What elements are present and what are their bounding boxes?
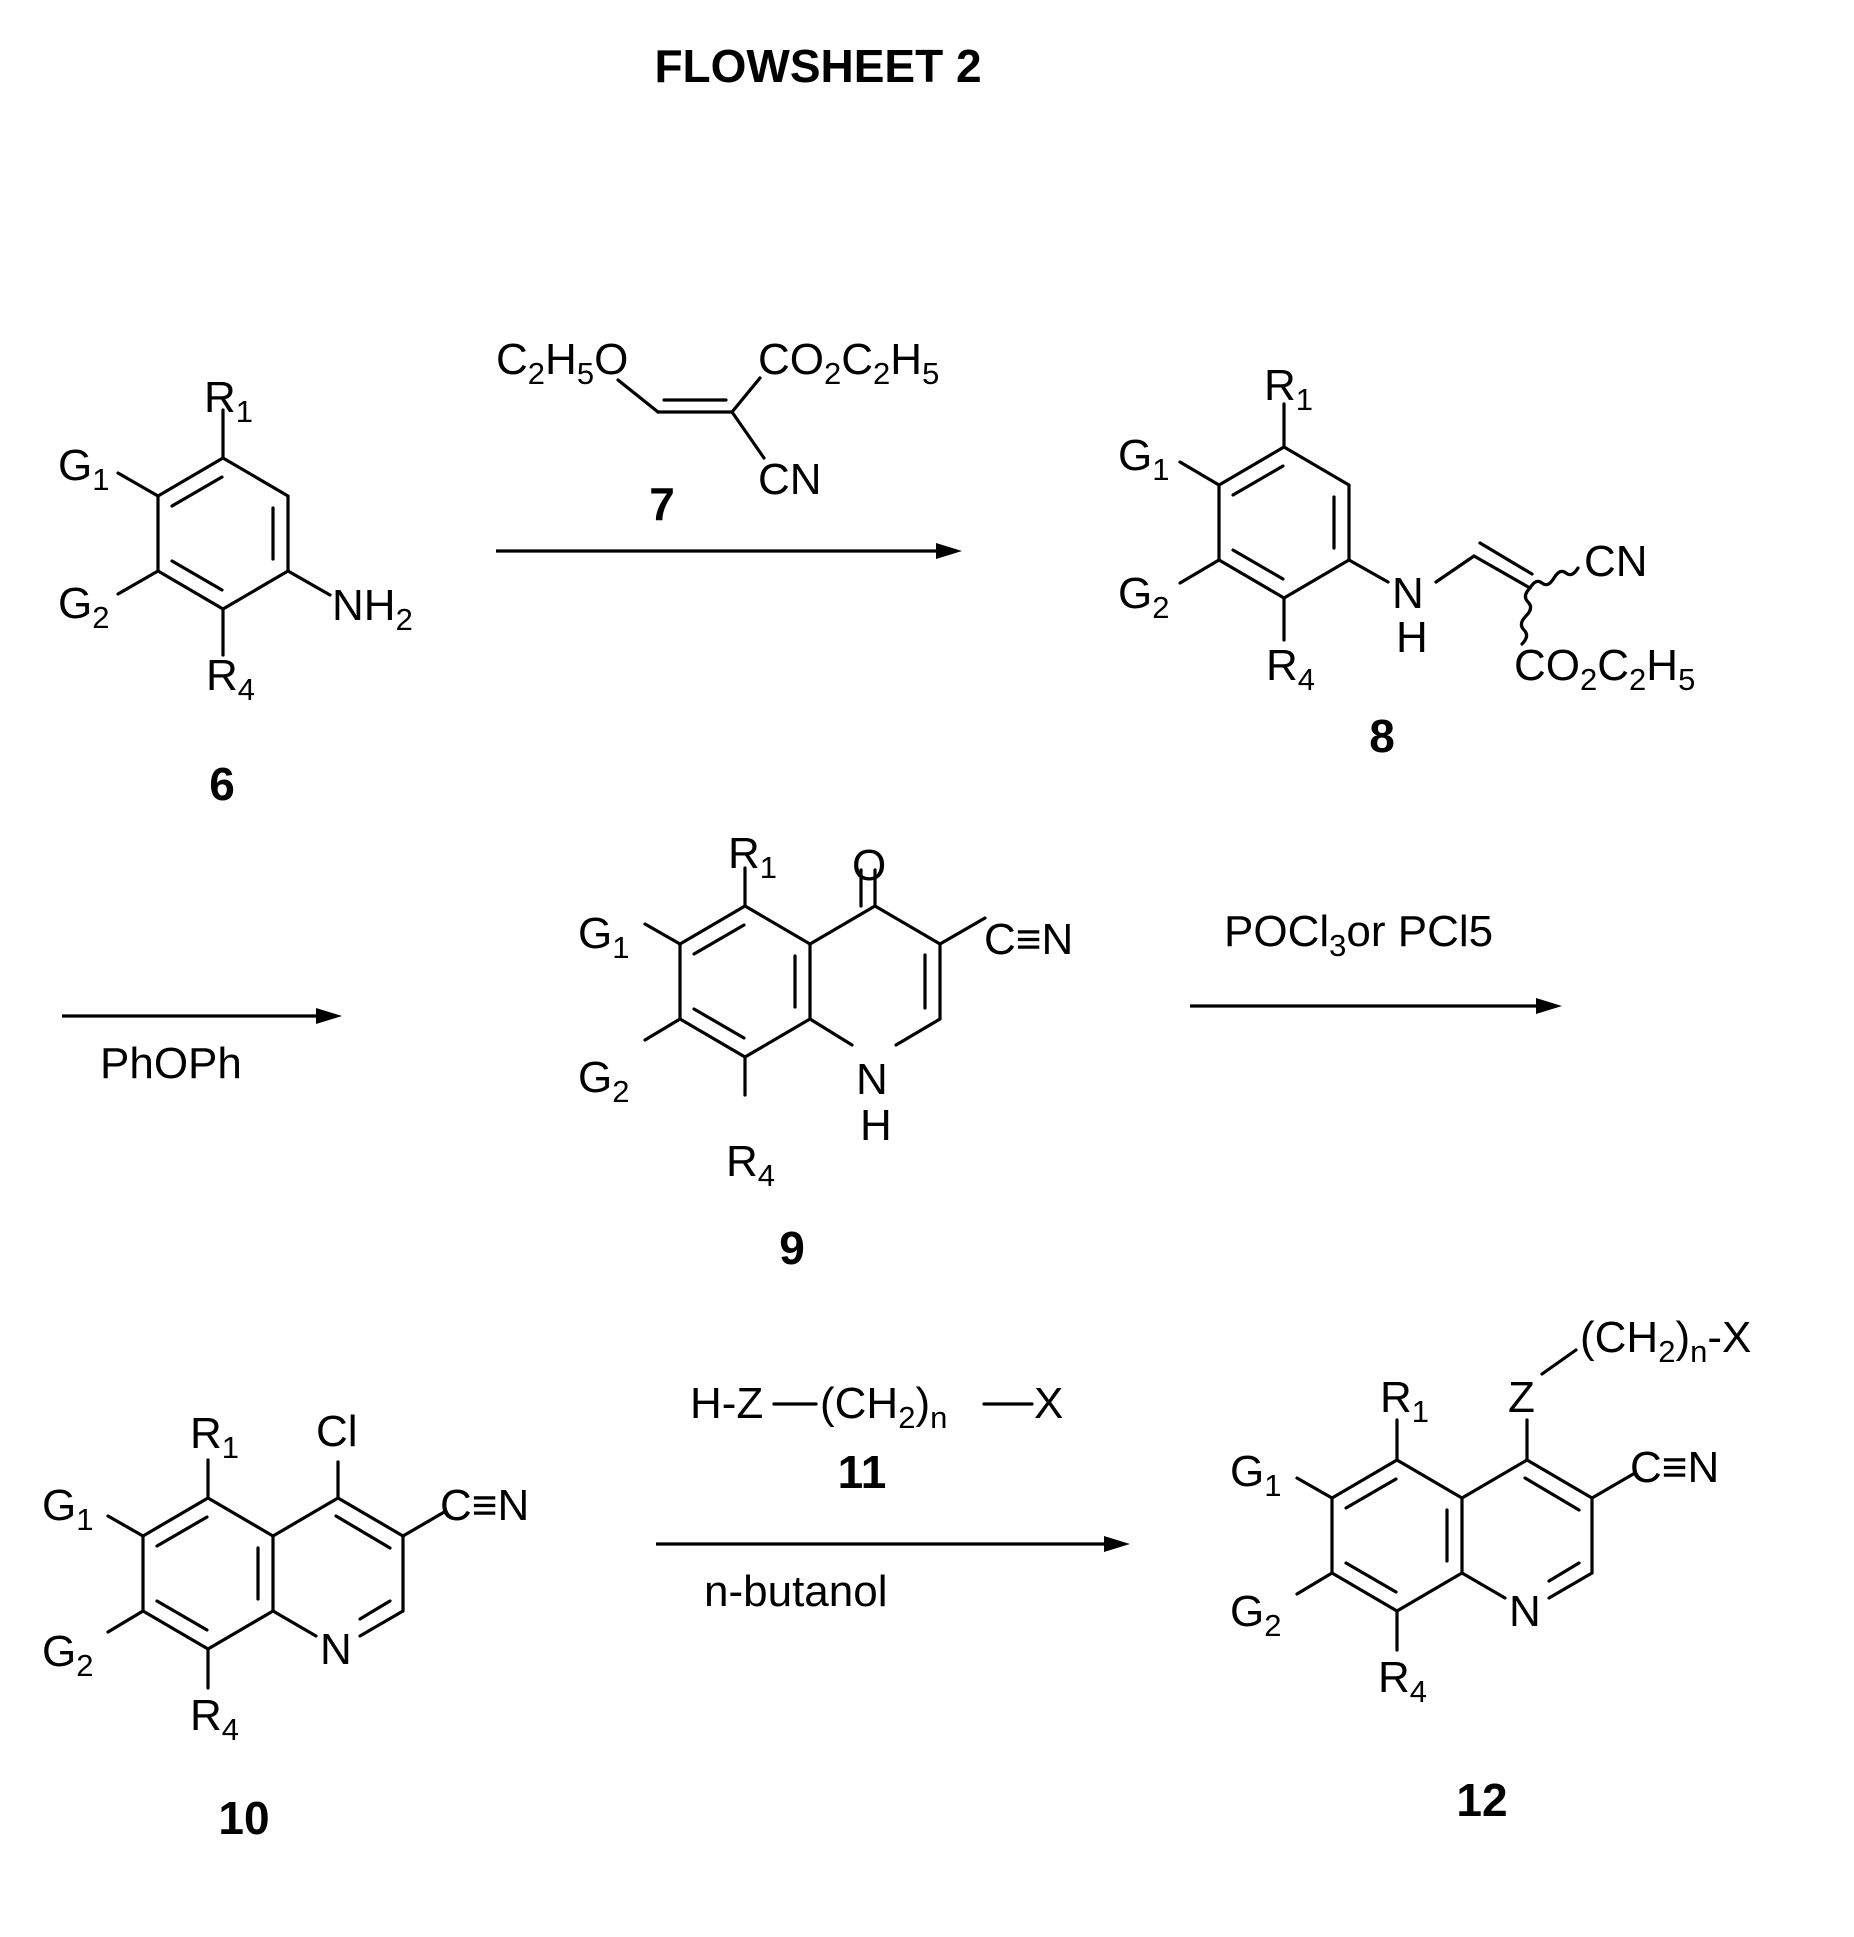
svg-text:R1: R1 [1380, 1373, 1429, 1429]
svg-text:G1: G1 [42, 1481, 93, 1537]
svg-text:G2: G2 [42, 1627, 93, 1683]
svg-text:G2: G2 [1118, 569, 1169, 625]
reaction-arrow-1 [496, 543, 962, 559]
reagent-11: H-Z (CH2)n X [690, 1379, 1063, 1435]
svg-text:G1: G1 [578, 909, 629, 965]
svg-text:NH2: NH2 [332, 581, 413, 637]
svg-text:N: N [1509, 1587, 1541, 1636]
compound-12-labels: Z (CH2)n-X R1 G1 G2 R4 N C≡N [1230, 1313, 1751, 1709]
svg-text:R1: R1 [204, 373, 253, 429]
svg-text:Cl: Cl [316, 1407, 358, 1456]
reaction-arrow-4 [656, 1536, 1130, 1552]
compound-number-12: 12 [1456, 1774, 1507, 1826]
compound-12-structure [1297, 1350, 1635, 1650]
svg-text:C≡N: C≡N [984, 915, 1073, 964]
compound-number-11: 11 [838, 1446, 887, 1498]
svg-text:CN: CN [758, 455, 822, 504]
reagent-7-labels: C2H5O CO2C2H5 CN [496, 335, 939, 504]
svg-text:H: H [860, 1101, 892, 1150]
compound-6-structure [118, 410, 330, 655]
svg-text:G1: G1 [1118, 431, 1169, 487]
svg-text:(CH2)n-X: (CH2)n-X [1580, 1313, 1751, 1369]
compound-8-structure [1180, 404, 1578, 644]
svg-text:G1: G1 [58, 441, 109, 497]
svg-text:O: O [852, 841, 886, 890]
compound-6-labels: R1 G1 G2 R4 NH2 [58, 373, 413, 707]
svg-text:G2: G2 [58, 579, 109, 635]
compound-number-8: 8 [1369, 710, 1395, 762]
svg-text:R1: R1 [190, 1409, 239, 1465]
compound-10-labels: Cl R1 G1 G2 R4 N C≡N [42, 1407, 529, 1747]
reaction-arrow-2 [62, 1008, 342, 1024]
svg-text:N: N [320, 1625, 352, 1674]
svg-text:X: X [1034, 1379, 1063, 1428]
svg-text:G1: G1 [1230, 1447, 1281, 1503]
svg-text:G2: G2 [578, 1053, 629, 1109]
compound-number-6: 6 [209, 758, 235, 810]
svg-text:CN: CN [1584, 537, 1648, 586]
svg-text:(CH2)n: (CH2)n [820, 1379, 947, 1435]
svg-text:CO2C2H5: CO2C2H5 [758, 335, 939, 391]
condition-step-2: PhOPh [100, 1039, 242, 1088]
compound-number-10: 10 [218, 1792, 269, 1844]
svg-text:Z: Z [1508, 1373, 1535, 1422]
svg-text:R4: R4 [190, 1691, 239, 1747]
svg-text:H: H [1396, 613, 1428, 662]
svg-text:N: N [856, 1055, 888, 1104]
compound-10-structure [108, 1460, 446, 1688]
svg-text:R4: R4 [1378, 1653, 1427, 1709]
svg-text:R1: R1 [1264, 361, 1313, 417]
svg-text:C≡N: C≡N [1630, 1443, 1719, 1492]
svg-text:G2: G2 [1230, 1587, 1281, 1643]
svg-text:C2H5O: C2H5O [496, 335, 628, 391]
svg-text:C≡N: C≡N [440, 1481, 529, 1530]
compound-9-structure [645, 868, 985, 1095]
compound-8-labels: R1 G1 G2 R4 N H CN CO2C2H5 [1118, 361, 1695, 697]
compound-9-labels: O R1 G1 G2 R4 N H C≡N [578, 829, 1073, 1193]
svg-text:N: N [1392, 569, 1424, 618]
condition-step-4: n-butanol [704, 1567, 887, 1616]
compound-number-7: 7 [649, 478, 675, 530]
svg-text:R1: R1 [728, 829, 777, 885]
svg-text:R4: R4 [206, 651, 255, 707]
svg-text:R4: R4 [1266, 641, 1315, 697]
reaction-arrow-3 [1190, 998, 1562, 1014]
reagent-7-structure [618, 378, 764, 458]
svg-text:CO2C2H5: CO2C2H5 [1514, 641, 1695, 697]
condition-step-3: POCl3or PCl5 [1224, 907, 1493, 963]
svg-text:H-Z: H-Z [690, 1379, 763, 1428]
svg-text:R4: R4 [726, 1137, 775, 1193]
scheme-title: FLOWSHEET 2 [654, 40, 981, 92]
compound-number-9: 9 [779, 1222, 805, 1274]
